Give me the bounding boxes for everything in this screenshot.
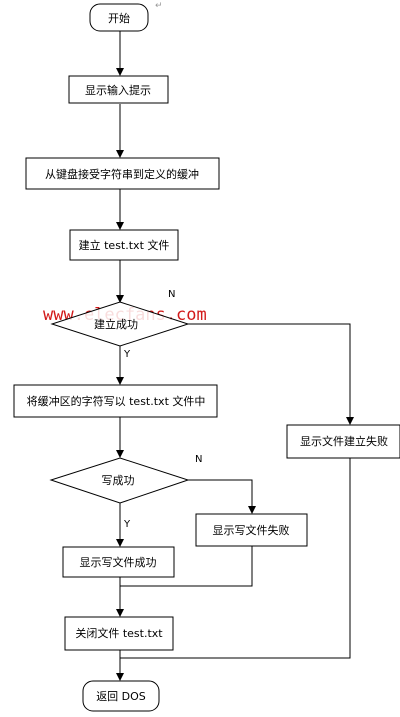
write-buffer-label: 将缓冲区的字符写以 test.txt 文件中 (27, 394, 206, 408)
line-create-fail-merge (120, 458, 351, 659)
line-fail-merge (120, 546, 253, 587)
create-file-label: 建立 test.txt 文件 (79, 238, 170, 252)
create-decision-label: 建立成功 (94, 317, 138, 331)
write-ok-node: 显示写文件成功 (62, 546, 175, 578)
create-file-node: 建立 test.txt 文件 (69, 229, 179, 261)
read-keyboard-label: 从键盘接受字符串到定义的缓冲 (45, 167, 199, 181)
create-fail-node: 显示文件建立失败 (286, 424, 400, 459)
write-no-label: N (195, 454, 202, 465)
close-file-node: 关闭文件 test.txt (64, 616, 174, 651)
create-no-label: N (168, 289, 175, 300)
arrow-write-no (188, 479, 256, 514)
prompt-node: 显示输入提示 (68, 75, 169, 104)
close-file-label: 关闭文件 test.txt (75, 626, 163, 640)
create-decision-node: 建立成功 (50, 301, 190, 347)
paragraph-mark: ↵ (155, 1, 163, 11)
end-node: 返回 DOS (82, 680, 160, 712)
end-label: 返回 DOS (96, 690, 146, 703)
write-decision-node: 写成功 (49, 457, 190, 504)
start-label: 开始 (108, 11, 130, 25)
write-yes-label: Y (123, 519, 131, 530)
write-buffer-node: 将缓冲区的字符写以 test.txt 文件中 (13, 384, 218, 418)
create-fail-label: 显示文件建立失败 (300, 434, 388, 448)
arrow-create-no (188, 323, 354, 425)
prompt-label: 显示输入提示 (85, 83, 151, 97)
write-fail-node: 显示写文件失败 (195, 513, 308, 547)
start-node: 开始 ↵ (89, 1, 163, 32)
write-fail-label: 显示写文件失败 (213, 523, 290, 537)
create-yes-label: Y (123, 349, 131, 360)
read-keyboard-node: 从键盘接受字符串到定义的缓冲 (25, 157, 220, 190)
write-decision-label: 写成功 (102, 474, 135, 487)
connectors (116, 30, 354, 681)
write-ok-label: 显示写文件成功 (80, 555, 157, 569)
